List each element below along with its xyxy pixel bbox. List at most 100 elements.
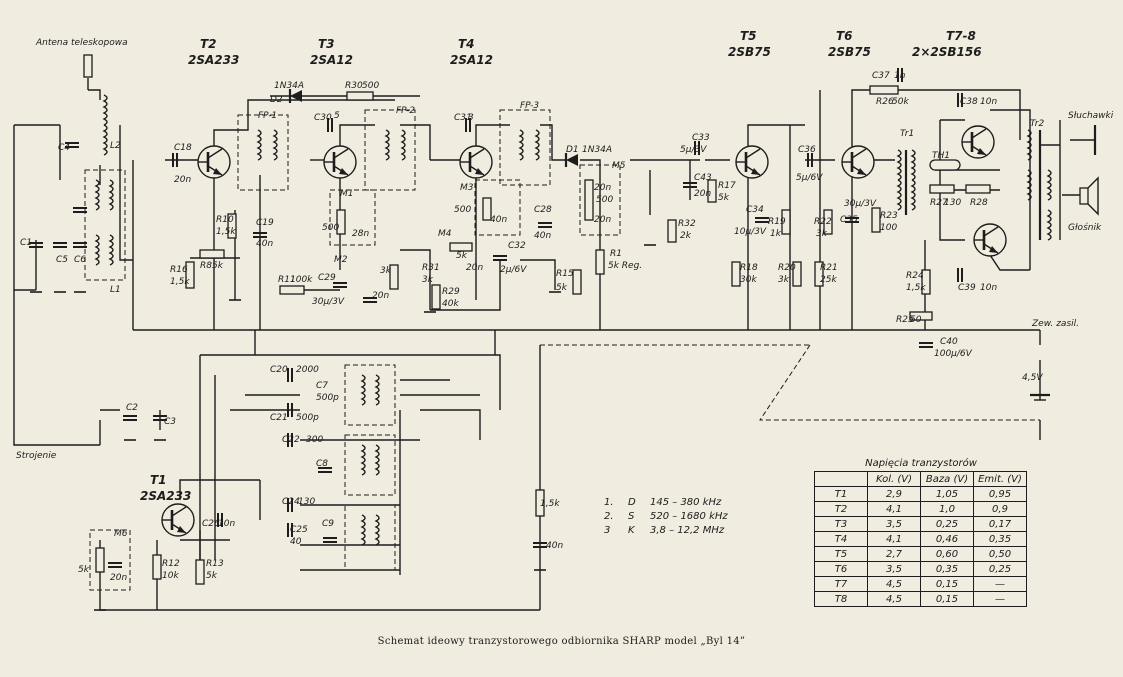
svg-text:C9: C9 [322,519,334,529]
svg-text:1,5k: 1,5k [216,227,236,237]
svg-text:R16: R16 [170,265,188,275]
svg-text:300: 300 [306,435,323,445]
svg-text:M5: M5 [612,161,626,171]
svg-text:5k: 5k [556,283,568,293]
svg-text:C21: C21 [270,413,288,423]
svg-text:C18: C18 [174,143,192,153]
svg-text:C38: C38 [960,97,978,107]
svg-text:5k: 5k [456,251,468,261]
band-row: 2. S 520 – 1680 kHz [604,511,728,522]
tuning-label: Strojenie [16,451,57,461]
fp3-label: FP-3 [520,101,539,111]
svg-text:R13: R13 [206,559,224,569]
svg-text:40n: 40n [546,541,563,551]
svg-text:C6: C6 [74,255,86,265]
svg-text:R28: R28 [970,198,988,208]
svg-text:2µ/6V: 2µ/6V [500,265,527,275]
svg-text:M6: M6 [114,529,128,539]
svg-text:20n: 20n [694,189,711,199]
svg-text:C3: C3 [164,417,176,427]
transistor-t8-symbol [972,222,1008,258]
svg-text:500p: 500p [296,413,319,423]
d2-type: 1N34A [274,81,304,91]
band-row: 3 K 3,8 – 12,2 MHz [604,525,725,536]
svg-text:20n: 20n [594,183,611,193]
svg-text:R20: R20 [778,263,796,273]
svg-text:R21: R21 [820,263,838,273]
svg-text:L1: L1 [110,285,121,295]
svg-text:1n: 1n [894,71,906,81]
transistor-t1-symbol [160,502,196,538]
svg-text:M1: M1 [340,189,354,199]
t3-type: 2SA12 [310,53,353,67]
t5-ref: T5 [740,29,757,43]
transistor-t7-symbol [960,124,996,160]
svg-text:1k: 1k [770,229,782,239]
svg-text:28n: 28n [352,229,369,239]
svg-text:10µ/3V: 10µ/3V [734,227,767,237]
svg-text:M2: M2 [334,255,348,265]
svg-text:L2: L2 [110,141,121,151]
svg-text:R22: R22 [814,217,832,227]
svg-text:C28: C28 [534,205,552,215]
svg-text:130: 130 [944,198,961,208]
svg-text:3k: 3k [778,275,790,285]
svg-text:100: 100 [880,223,897,233]
svg-text:C40: C40 [940,337,958,347]
svg-text:C33: C33 [692,133,710,143]
t5-type: 2SB75 [728,45,771,59]
svg-text:1,5k: 1,5k [170,277,190,287]
svg-text:R10: R10 [216,215,234,225]
svg-text:40n: 40n [490,215,507,225]
voltage-table: Napięcia tranzystorów Kol. (V) Baza (V) … [814,458,1028,607]
svg-text:10k: 10k [162,571,179,581]
svg-text:20n: 20n [466,263,483,273]
t2-ref: T2 [200,37,217,51]
svg-text:5k: 5k [78,565,90,575]
svg-text:10n: 10n [980,283,997,293]
svg-text:500: 500 [596,195,613,205]
svg-text:1,5k: 1,5k [540,499,560,509]
shield-boxes [84,109,621,591]
svg-text:C2: C2 [126,403,138,413]
svg-text:500: 500 [454,205,471,215]
svg-text:C35: C35 [840,215,858,225]
tr1-label: Tr1 [900,129,914,139]
svg-text:C1: C1 [20,238,32,248]
battery-symbol [1030,393,1050,401]
svg-text:2k: 2k [680,231,692,241]
transistor-t2-symbol [196,144,232,180]
coils [95,94,1052,546]
d1-ref: D1 [566,145,579,155]
svg-text:R18: R18 [740,263,758,273]
svg-text:R1: R1 [610,249,622,259]
regulation-label: 5k Reg. [608,261,642,271]
fp2-label: FP-2 [396,106,415,116]
svg-text:C31: C31 [454,113,472,123]
t1-type: 2SA233 [140,489,191,503]
svg-text:30µ/3V: 30µ/3V [844,199,877,209]
svg-text:5µ/3V: 5µ/3V [680,145,707,155]
t4-ref: T4 [458,37,475,51]
svg-text:2000: 2000 [296,365,319,375]
svg-text:R26: R26 [876,97,894,107]
svg-text:C25: C25 [290,525,308,535]
svg-text:50: 50 [910,315,922,325]
svg-text:20n: 20n [594,215,611,225]
svg-text:25k: 25k [820,275,837,285]
ext-supply-label: Zew. zasil. [1031,319,1079,329]
svg-text:3: 3 [468,113,474,123]
svg-text:R25: R25 [896,315,914,325]
svg-text:30µ/3V: 30µ/3V [312,297,345,307]
svg-text:R29: R29 [442,287,460,297]
svg-text:10n: 10n [980,97,997,107]
band-row: 1. D 145 – 380 kHz [604,497,722,508]
svg-text:R12: R12 [162,559,180,569]
svg-text:3k: 3k [422,275,434,285]
t78-ref: T7-8 [946,29,976,43]
